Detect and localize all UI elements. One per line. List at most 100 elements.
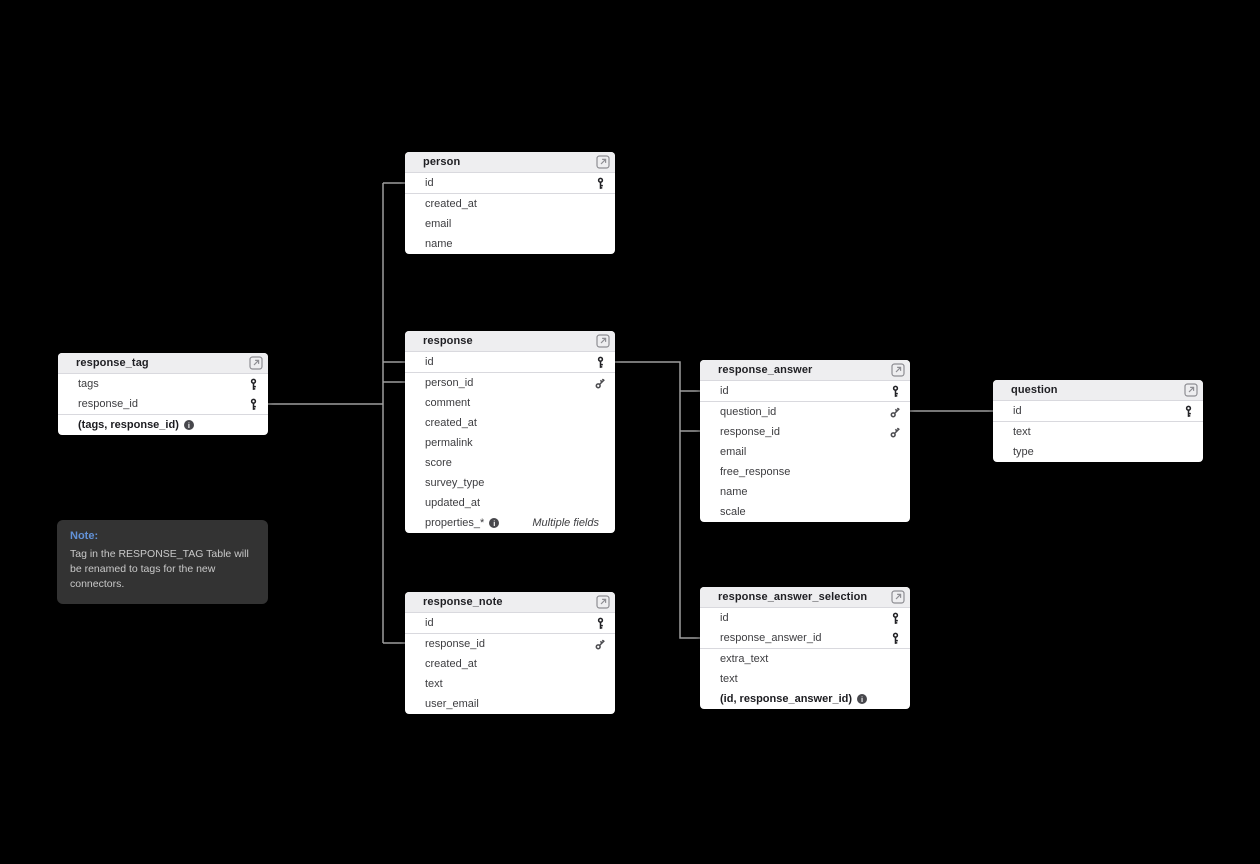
external-link-icon[interactable]	[891, 363, 905, 377]
key-icon	[1184, 405, 1193, 418]
field-row: created_at	[405, 654, 615, 674]
table-name: person	[423, 156, 461, 168]
note-title: Note:	[70, 530, 99, 542]
field-row: person_id	[405, 373, 615, 393]
field-name: permalink	[425, 437, 473, 449]
field-name: properties_*	[425, 517, 485, 529]
field-row: created_at	[405, 194, 615, 214]
key-icon	[249, 398, 258, 411]
connector-response-to-right-trunk	[615, 361, 700, 639]
table-response_answer-header[interactable]: response_answer	[700, 360, 910, 381]
field-name: id	[1013, 405, 1022, 417]
field-name: question_id	[720, 406, 777, 418]
external-link-icon[interactable]	[596, 155, 610, 169]
field-name: email	[425, 218, 452, 230]
field-row: free_response	[700, 462, 910, 482]
field-row: id	[993, 401, 1203, 421]
field-name: created_at	[425, 417, 477, 429]
field-row: text	[405, 674, 615, 694]
table-response-header[interactable]: response	[405, 331, 615, 352]
field-row: name	[700, 482, 910, 502]
table-person-header[interactable]: person	[405, 152, 615, 173]
table-response_note[interactable]: response_note id response_id created_at …	[405, 592, 615, 714]
table-name: response_answer	[718, 364, 813, 376]
field-row: updated_at	[405, 493, 615, 513]
field-row: email	[405, 214, 615, 234]
external-link-icon[interactable]	[596, 595, 610, 609]
info-icon[interactable]	[857, 694, 868, 704]
field-row: permalink	[405, 433, 615, 453]
field-row: id	[700, 608, 910, 628]
key-icon	[596, 356, 605, 369]
field-name: user_email	[425, 698, 479, 710]
field-row: email	[700, 442, 910, 462]
table-name: response_note	[423, 596, 503, 608]
table-response_note-header[interactable]: response_note	[405, 592, 615, 613]
field-name: score	[425, 457, 452, 469]
field-row: scale	[700, 502, 910, 522]
field-name: response_answer_id	[720, 632, 822, 644]
composite-key-row: (id, response_answer_id)	[700, 689, 910, 709]
field-name: free_response	[720, 466, 791, 478]
note-body: Tag in the RESPONSE_TAG Table will be re…	[70, 548, 249, 591]
field-name: id	[720, 385, 729, 397]
external-link-icon[interactable]	[1184, 383, 1198, 397]
key-icon	[596, 617, 605, 630]
table-question-header[interactable]: question	[993, 380, 1203, 401]
field-name: text	[425, 678, 443, 690]
field-name: tags	[78, 378, 99, 390]
info-icon[interactable]	[489, 518, 500, 528]
field-row: score	[405, 453, 615, 473]
field-name: id	[720, 612, 729, 624]
info-icon[interactable]	[183, 420, 194, 430]
field-row: user_email	[405, 694, 615, 714]
field-name: person_id	[425, 377, 474, 389]
field-name: created_at	[425, 198, 477, 210]
note-box: Note: Tag in the RESPONSE_TAG Table will…	[57, 520, 268, 604]
field-name: response_id	[78, 398, 138, 410]
field-row: text	[993, 422, 1203, 442]
field-name: scale	[720, 506, 746, 518]
table-name: response_tag	[76, 357, 149, 369]
field-row: type	[993, 442, 1203, 462]
field-name: name	[720, 486, 748, 498]
field-name: (id, response_answer_id)	[720, 693, 853, 705]
table-name: response	[423, 335, 473, 347]
composite-key-row: (tags, response_id)	[58, 415, 268, 435]
field-annotation: Multiple fields	[532, 517, 599, 529]
field-row: id	[405, 173, 615, 193]
external-link-icon[interactable]	[891, 590, 905, 604]
field-name: name	[425, 238, 453, 250]
table-question[interactable]: question id text type	[993, 380, 1203, 462]
table-name: response_answer_selection	[718, 591, 868, 603]
key-icon	[249, 378, 258, 391]
external-link-icon[interactable]	[596, 334, 610, 348]
table-response[interactable]: response id person_id comment created_at…	[405, 331, 615, 533]
field-name: text	[720, 673, 738, 685]
field-name: comment	[425, 397, 471, 409]
field-name: type	[1013, 446, 1034, 458]
field-row: response_id	[58, 394, 268, 414]
key-icon	[891, 385, 900, 398]
field-row: question_id	[700, 402, 910, 422]
field-name: response_id	[425, 638, 485, 650]
field-row: id	[405, 352, 615, 372]
table-response_answer_selection[interactable]: response_answer_selection id response_an…	[700, 587, 910, 709]
field-name: extra_text	[720, 653, 769, 665]
table-response_answer_selection-header[interactable]: response_answer_selection	[700, 587, 910, 608]
external-link-icon[interactable]	[249, 356, 263, 370]
table-response_tag-header[interactable]: response_tag	[58, 353, 268, 374]
field-name: id	[425, 617, 434, 629]
table-response_answer[interactable]: response_answer id question_id response_…	[700, 360, 910, 522]
field-name: survey_type	[425, 477, 485, 489]
field-row: extra_text	[700, 649, 910, 669]
table-person[interactable]: person id created_at email name	[405, 152, 615, 254]
field-row: tags	[58, 374, 268, 394]
field-row: response_id	[700, 422, 910, 442]
field-name: id	[425, 177, 434, 189]
field-name: updated_at	[425, 497, 481, 509]
field-name: id	[425, 356, 434, 368]
field-row: id	[700, 381, 910, 401]
table-response_tag[interactable]: response_tag tags response_id (tags, res…	[58, 353, 268, 435]
